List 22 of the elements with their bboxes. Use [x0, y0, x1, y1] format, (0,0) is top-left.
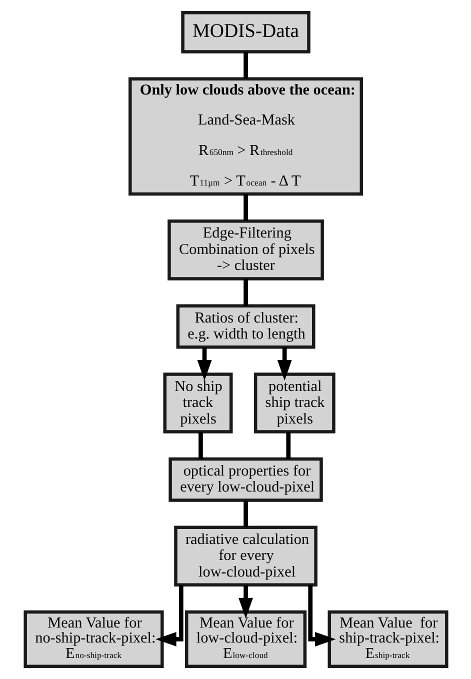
node-box: Edge-Filtering Combination of pixels -> cluster [167, 220, 324, 280]
connector [198, 432, 202, 459]
arrow [276, 347, 292, 381]
node-box: optical properties for every low-cloud-pixel [168, 457, 322, 502]
node-box: Mean Value for no-ship-track-pixel: Eno-ship-track [23, 610, 164, 668]
connector [243, 194, 248, 221]
node-box: radiative calculation for every low-cloud-pixel [174, 526, 317, 587]
arrow [196, 347, 212, 381]
arrow [155, 585, 183, 646]
node-box: No ship track pixels [162, 372, 232, 434]
node-box: MODIS-Data [180, 11, 310, 54]
connector [243, 500, 248, 528]
connector [243, 52, 248, 79]
arrow [308, 585, 336, 646]
node-box: Mean Value for low-cloud-pixel: Elow-cloud [184, 610, 306, 668]
connector [286, 432, 290, 459]
node-box: Only low clouds above the ocean: Land-Sea-Mask R650nm > Rthreshold T11µm > Tocean - Δ T [128, 77, 363, 196]
connector [243, 278, 248, 306]
node-box: potential ship track pixels [253, 372, 335, 434]
arrow [238, 585, 253, 619]
node-box: Mean Value for ship-track-pixel: Eship-track [327, 610, 448, 668]
node-box: Ratios of cluster: e.g. width to length [176, 304, 315, 349]
